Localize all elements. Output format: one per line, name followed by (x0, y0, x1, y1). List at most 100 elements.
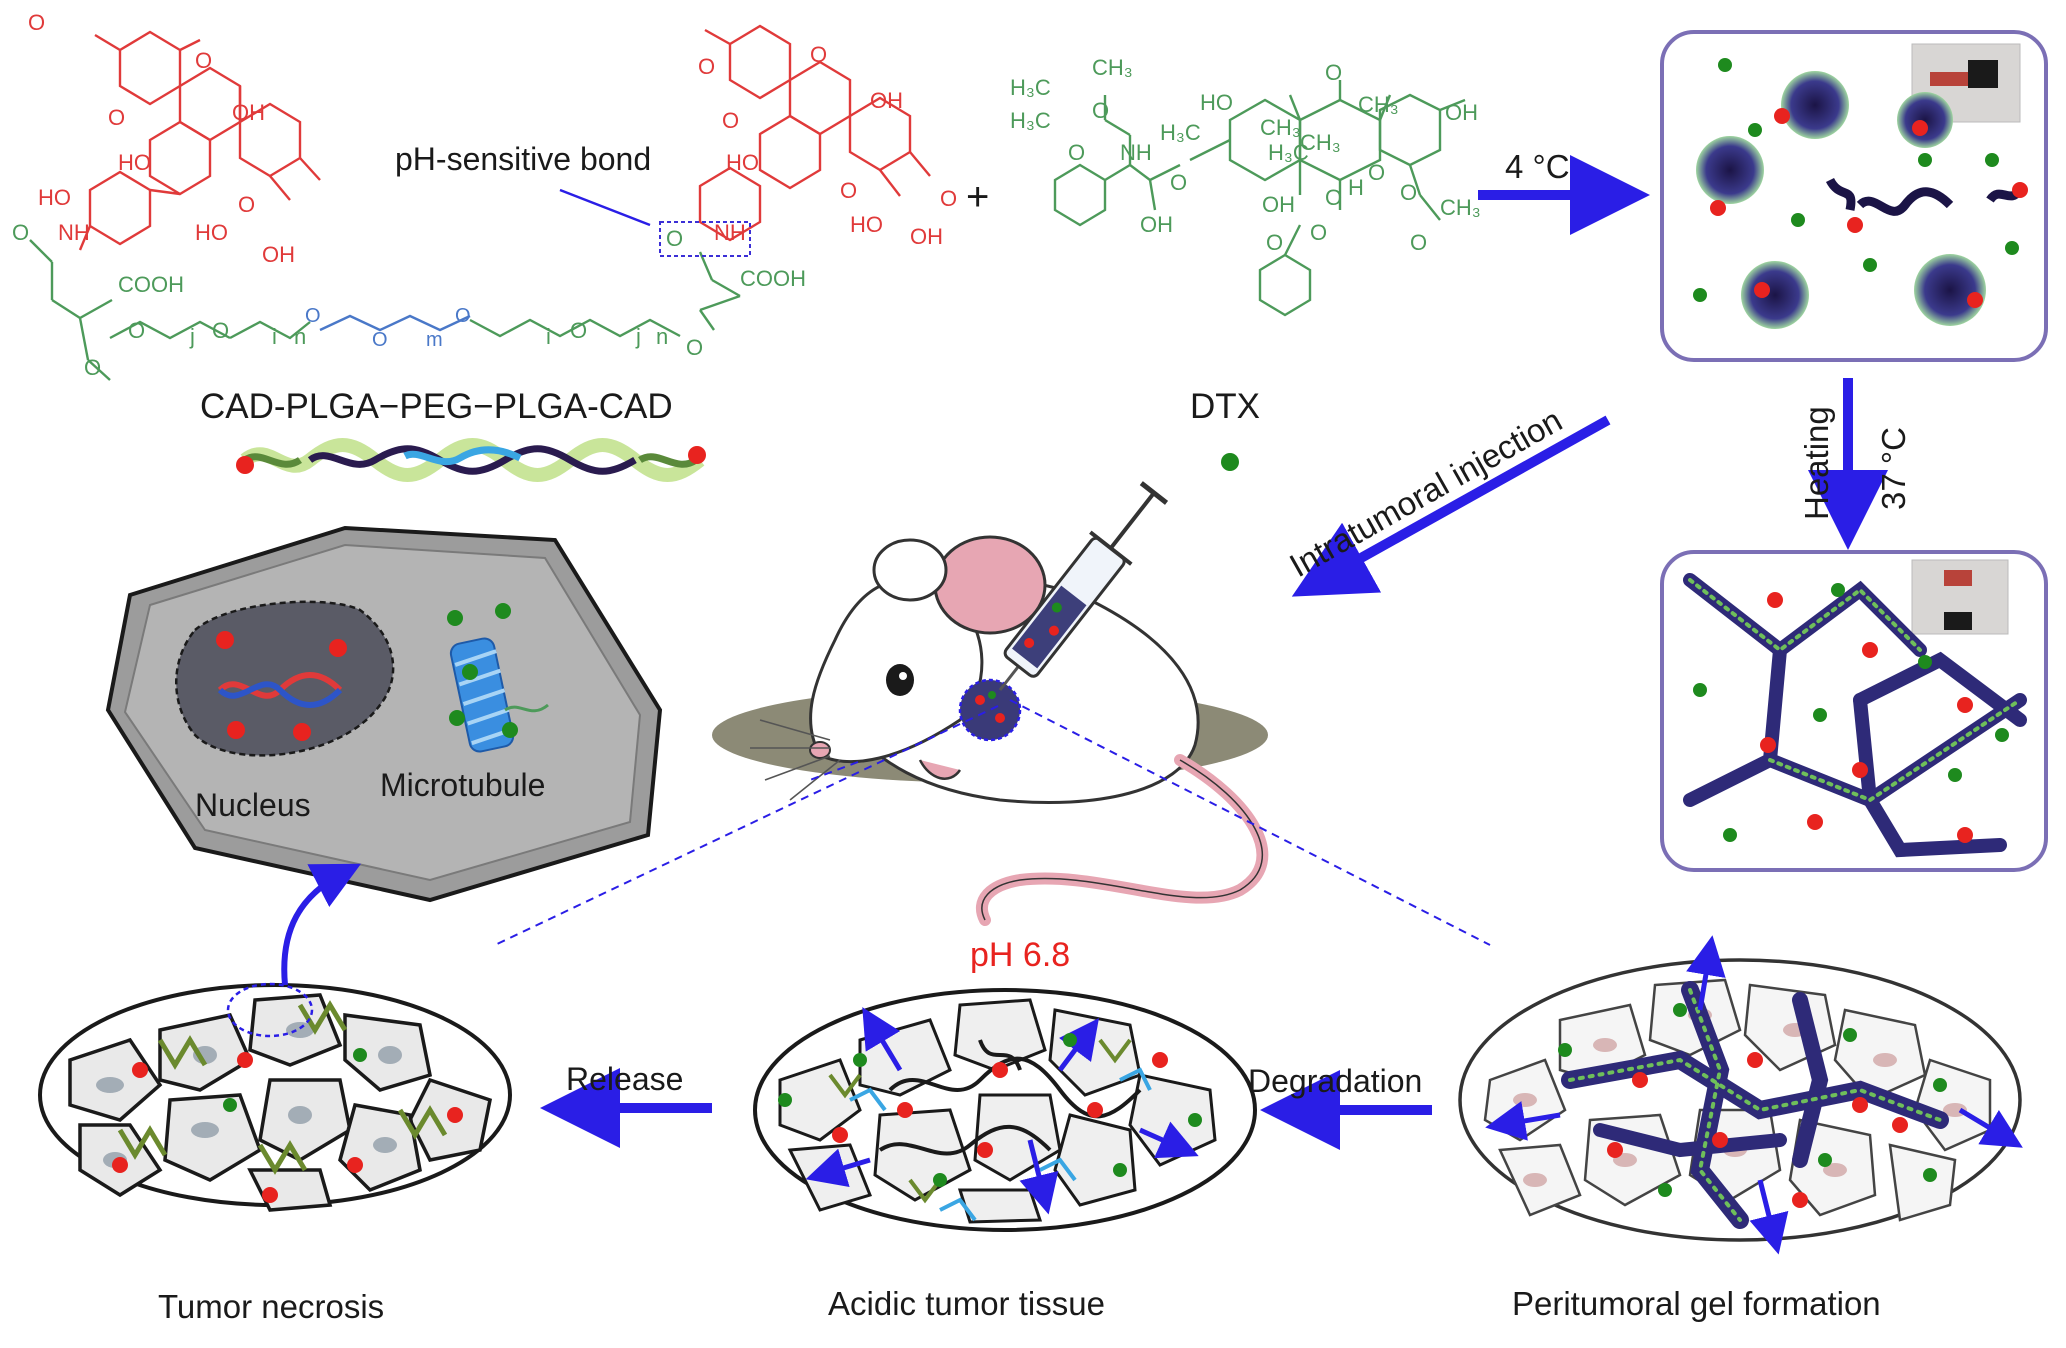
polymer-structure: O O O OH HO HO NH HO O OH O COOH O (12, 10, 957, 482)
acidic-tumor-tissue-label: Acidic tumor tissue (828, 1285, 1105, 1322)
chem-label-i-1: i (272, 324, 277, 349)
chem-label-m: m (426, 329, 443, 351)
dtx-label-oh-3: OH (1262, 192, 1295, 217)
micelle-dox-dots (1710, 108, 2028, 308)
chem-label-o-peg-3: O (455, 305, 471, 327)
chem-label-r-nh: NH (714, 220, 746, 245)
cell-uptake-arrow (281, 863, 362, 986)
chem-label-cooh-2: COOH (740, 266, 806, 291)
chem-label-r-o-4: O (840, 178, 857, 203)
peritumoral-gel-tissue (1458, 935, 2023, 1255)
microtubule-label: Microtubule (380, 767, 545, 803)
dtx-label-oh-2: OH (1445, 100, 1478, 125)
gel-network-panel (1660, 550, 2048, 872)
doxorubicin-right-structure (698, 24, 931, 242)
chem-label-r-o-green: O (666, 226, 683, 251)
chem-label-r-ho-2: HO (850, 212, 883, 237)
nucleus-label: Nucleus (195, 787, 311, 823)
chem-label-n-1: n (294, 324, 306, 349)
chem-label-o-3: O (238, 192, 255, 217)
release-label: Release (566, 1061, 683, 1097)
polymer-left-linker-labels: O COOH O (12, 220, 184, 380)
chem-label-r-o-2: O (810, 42, 827, 67)
plus-sign: + (966, 175, 989, 219)
dtx-label-h: H (1348, 175, 1364, 200)
degradation-label: Degradation (1248, 1063, 1422, 1099)
doxorubicin-left-labels: O O O OH HO HO NH HO O OH (28, 10, 295, 267)
dtx-label-h3c-4: H₃C (1268, 140, 1309, 165)
chem-label-nh-1: NH (58, 220, 90, 245)
microtubule-illustration (447, 603, 549, 753)
dox-end-left-dot (236, 456, 254, 474)
peritumoral-gel-formation-label: Peritumoral gel formation (1512, 1285, 1881, 1322)
micelle-solution-panel (1660, 30, 2048, 362)
chem-label-cooh-1: COOH (118, 272, 184, 297)
chem-label-ketone-o-1: O (195, 48, 212, 73)
micelle-dtx-dots (1693, 58, 2019, 302)
chem-label-ho-2: HO (38, 185, 71, 210)
dtx-label-o-6: O (1400, 180, 1417, 205)
chem-label-o-bb-4: O (686, 335, 703, 360)
chem-label-o-green-1: O (12, 220, 29, 245)
dtx-label-o-10: O (1310, 220, 1327, 245)
chem-label-methoxy-o: O (28, 10, 45, 35)
ph-value-label: pH 6.8 (970, 936, 1070, 974)
dtx-label-o-1: O (1092, 98, 1109, 123)
dtx-label-oh-1: OH (1140, 212, 1173, 237)
chem-label-o-peg-2: O (372, 329, 388, 351)
syringe-illustration (998, 481, 1169, 691)
cold-temp-label: 4 °C (1505, 148, 1570, 185)
chem-label-r-o-5: O (940, 186, 957, 211)
polymer-left-linker (29, 239, 113, 381)
chem-label-r-o-1: O (698, 54, 715, 79)
docetaxel-structure (1053, 80, 1466, 317)
intratumoral-injection-label: Intratumoral injection (1283, 401, 1568, 584)
ph-bond-pointer-line (559, 188, 651, 227)
gel-dtx-dots (1693, 583, 2009, 842)
zoom-line-right (1009, 699, 1491, 946)
chem-label-o-green-2: O (84, 355, 101, 380)
tumor-necrosis-tissue (38, 982, 512, 1212)
dtx-label: DTX (1190, 387, 1260, 426)
chem-label-r-ho-1: HO (726, 150, 759, 175)
chem-label-o-peg-1: O (305, 305, 321, 327)
dtx-label-o-7: O (1410, 230, 1427, 255)
ph-sensitive-bond-label: pH-sensitive bond (395, 141, 651, 177)
chem-label-n-2: n (656, 324, 668, 349)
chem-label-r-oh-1: OH (870, 88, 903, 113)
mouse-front-paw (918, 759, 962, 780)
acidic-tumor-tissue (753, 988, 1257, 1232)
ph-sensitive-bond-box (659, 221, 751, 257)
dtx-label-ch3-5: CH₃ (1440, 195, 1481, 220)
mouse-illustration (712, 535, 1269, 926)
dtx-label-o-3: O (1170, 170, 1187, 195)
dtx-label-ch3-1: CH₃ (1092, 55, 1133, 80)
chem-label-j-2: j (635, 324, 641, 349)
chem-label-ho-3: HO (195, 220, 228, 245)
zoom-line-cell (809, 761, 859, 781)
dtx-label-h3c-3: H₃C (1160, 120, 1201, 145)
dtx-label-nh: NH (1120, 140, 1152, 165)
chem-label-r-oh-2: OH (910, 224, 943, 249)
dtx-label-ch3-4: CH₃ (1300, 130, 1341, 155)
dtx-label-o-8: O (1368, 160, 1385, 185)
injection-arrow (1291, 415, 1611, 597)
docetaxel-labels: H₃C CH₃ H₃C O O NH OH O HO H₃C O CH₃ CH₃… (1010, 55, 1481, 255)
doxorubicin-right-labels: O O OH O HO O NH HO O OH (698, 42, 957, 249)
dtx-label-ch3-3: CH₃ (1260, 115, 1301, 140)
chem-label-j-1: j (189, 324, 195, 349)
polymer-right-linker (698, 251, 741, 312)
dtx-label-o-2: O (1068, 140, 1085, 165)
dtx-label-ch3-2: CH₃ (1358, 92, 1399, 117)
polymer-name-label: CAD-PLGA−PEG−PLGA-CAD (200, 387, 673, 426)
polymer-right-linker-labels: O COOH (666, 226, 806, 291)
chem-label-ketone-o-2: O (108, 105, 125, 130)
zoom-line-left (494, 705, 999, 946)
chem-label-o-bb-3: O (570, 318, 587, 343)
chem-label-oh-1: OH (232, 100, 265, 125)
dtx-legend-dot (1221, 453, 1239, 471)
chem-label-ho-1: HO (118, 150, 151, 175)
dox-end-right-dot (688, 446, 706, 464)
gel-network (1683, 573, 2027, 858)
dtx-label-h3c-2: H₃C (1010, 108, 1051, 133)
